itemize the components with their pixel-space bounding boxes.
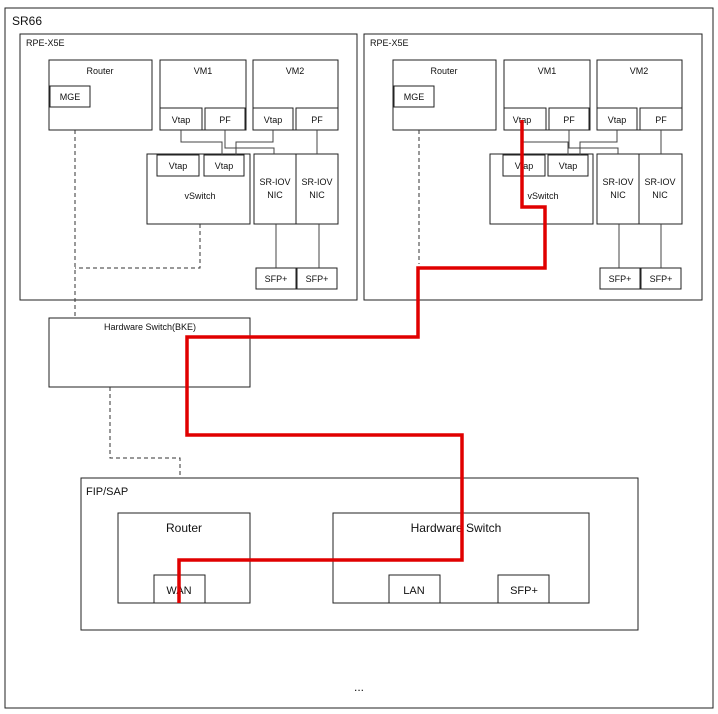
fip-lan-box [388,574,441,604]
right-mge-box [393,85,435,108]
left-sfp2-box [296,267,338,290]
fip-sfp-box [497,574,550,604]
bke-switch-label: Hardware Switch(BKE) [104,322,196,332]
right-nic2-line1: SR-IOV [644,177,675,187]
left-vswitch-label: vSwitch [184,191,215,201]
left-vm2-vtap-label: Vtap [264,115,283,125]
right-nic2-box [638,153,683,225]
left-wire-vm1-vtap [180,130,223,155]
fip-sfp-label: SFP+ [510,585,538,597]
highlighted-traffic-path [177,120,547,603]
right-vm2-label: VM2 [630,66,649,76]
right-vswitch-label: vSwitch [527,191,558,201]
left-mge-label: MGE [60,92,81,102]
right-nic2-line2: NIC [652,190,668,200]
right-server-label: RPE-X5E [370,38,409,48]
left-vswitch-vtap2 [203,154,245,177]
right-vm2-vtap-label: Vtap [608,115,627,125]
left-nic2-line2: NIC [309,190,325,200]
sr66-label: SR66 [12,14,42,28]
bke-switch-box [48,317,251,388]
left-vswitch-vtap2-label: Vtap [215,161,234,171]
left-vm2-pf-label: PF [311,115,323,125]
fip-hw-switch-label: Hardware Switch [411,521,502,535]
right-router-label: Router [430,66,457,76]
right-sfp1-label: SFP+ [609,274,632,284]
left-nic2-line1: SR-IOV [301,177,332,187]
left-vswitch-vtap1 [156,154,200,177]
fip-lan-label: LAN [403,585,424,597]
right-server: RPE-X5E Router MGE VM1 Vtap PF VM2 Vtap … [363,33,703,301]
left-server-label: RPE-X5E [26,38,65,48]
left-sfp2-label: SFP+ [306,274,329,284]
right-vswitch-vtap1-label: Vtap [515,161,534,171]
right-sfp2-label: SFP+ [650,274,673,284]
left-vswitch-vtap1-label: Vtap [169,161,188,171]
left-vm1-pf-label: PF [219,115,231,125]
left-nic1-box [253,153,297,225]
left-router-label: Router [86,66,113,76]
left-sfp1-label: SFP+ [265,274,288,284]
left-nic1-line2: NIC [267,190,283,200]
right-nic1-line2: NIC [610,190,626,200]
left-mge-box [49,85,91,108]
right-nic1-line1: SR-IOV [602,177,633,187]
left-vm2-label: VM2 [286,66,305,76]
right-vm1-pf-label: PF [563,115,575,125]
right-vm1-label: VM1 [538,66,557,76]
left-server: RPE-X5E Router MGE VM1 Vtap PF VM2 Vtap … [19,33,358,318]
right-wire-vm1-pf [568,130,619,154]
left-nic2-box [295,153,339,225]
fip-sap: FIP/SAP Router WAN Hardware Switch LAN S… [80,477,639,631]
right-mge-label: MGE [404,92,425,102]
right-sfp1-box [599,267,641,290]
left-vm1-vtap-label: Vtap [172,115,191,125]
right-vswitch-vtap2-label: Vtap [559,161,578,171]
left-wire-vm1-pf [224,130,275,154]
continuation-ellipsis: ... [354,680,364,694]
fip-sap-label: FIP/SAP [86,486,128,498]
left-dash-vswitch [75,224,201,269]
right-vswitch-vtap1 [502,154,546,177]
fip-router-label: Router [166,521,202,535]
right-vm1-vtap [503,107,547,131]
left-vm1-label: VM1 [194,66,213,76]
right-vm2-pf-label: PF [655,115,667,125]
right-nic1-box [596,153,640,225]
left-nic1-line1: SR-IOV [259,177,290,187]
